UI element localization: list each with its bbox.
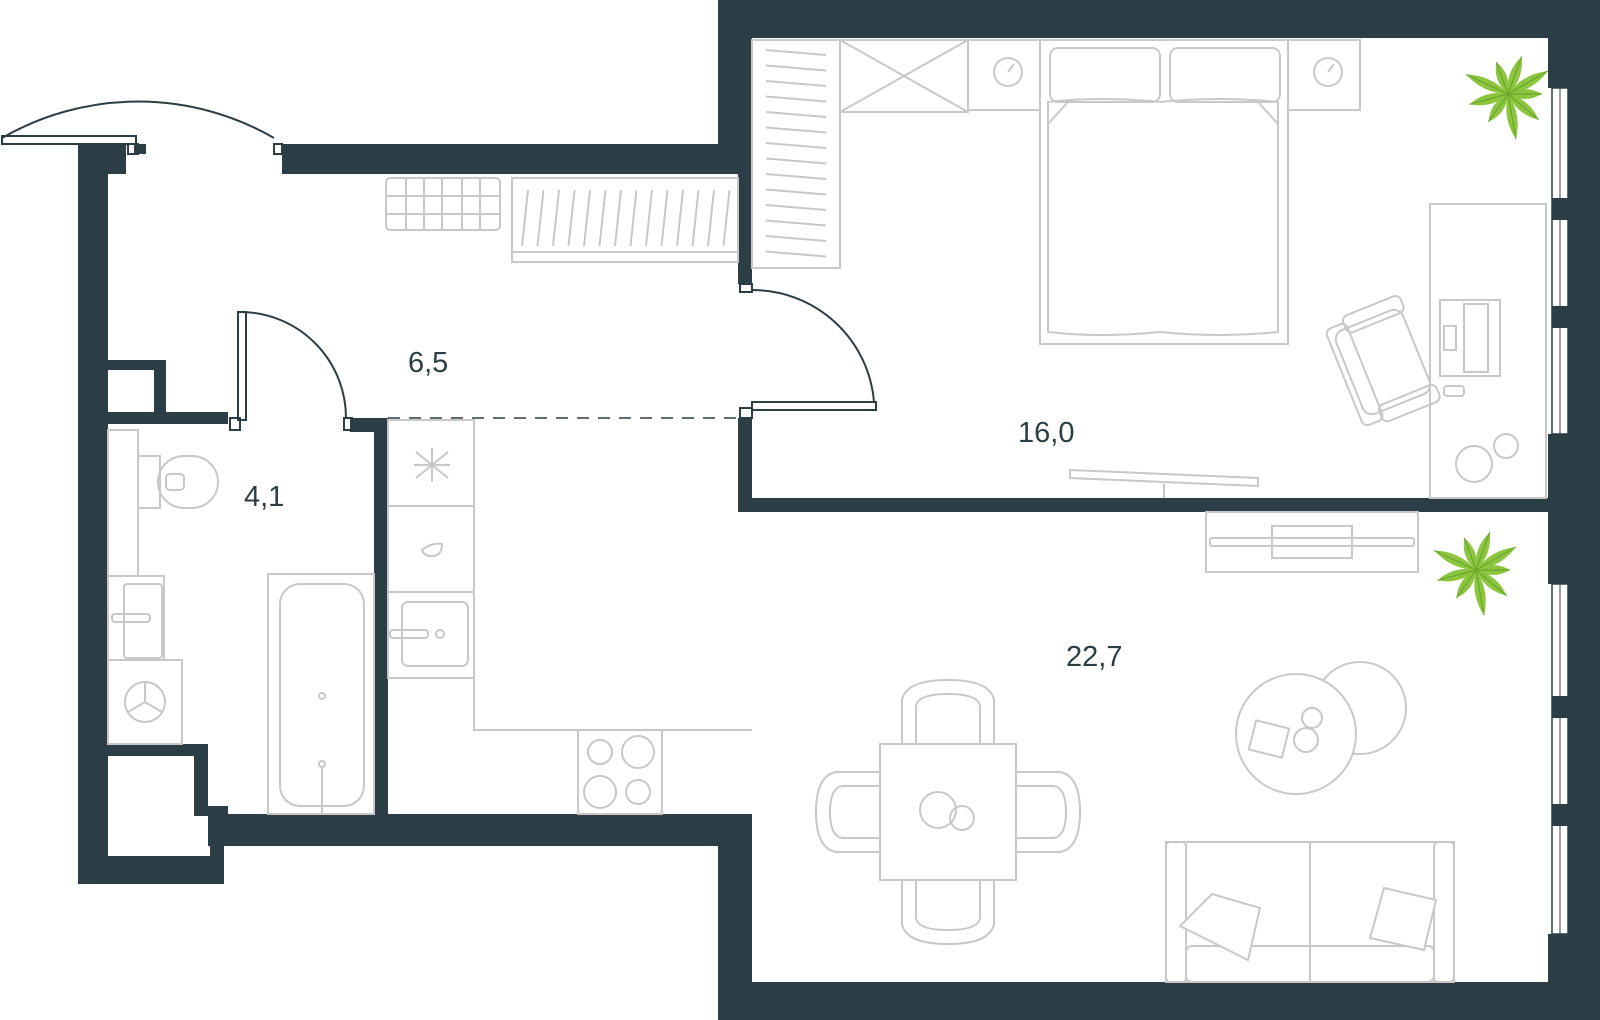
dresser <box>839 39 969 113</box>
sofa <box>1165 841 1455 983</box>
bathroom-sink <box>107 575 165 661</box>
nightstand-right <box>1287 39 1361 111</box>
walls <box>78 0 1600 1020</box>
living-furniture <box>814 511 1455 983</box>
toilet <box>137 455 219 509</box>
water-drop-icon <box>420 542 444 558</box>
plant-living <box>1434 532 1517 616</box>
hallway-furniture <box>385 177 739 263</box>
washing-machine <box>107 659 183 745</box>
hallway-wardrobe <box>511 177 739 263</box>
bedroom-tv <box>1069 468 1259 498</box>
bathtub <box>267 573 375 815</box>
bathroom-door <box>229 311 353 431</box>
dining-set <box>814 678 1082 946</box>
area-label-living-kitchen: 22,7 <box>1066 641 1122 673</box>
desk <box>1429 203 1547 499</box>
area-label-hallway: 6,5 <box>408 347 448 379</box>
double-bed <box>1039 39 1289 345</box>
bedroom-door <box>739 283 877 419</box>
area-label-bedroom: 16,0 <box>1018 417 1074 449</box>
tv-stand <box>1205 511 1419 573</box>
area-label-bathroom: 4,1 <box>244 481 284 513</box>
windows <box>1548 87 1569 935</box>
fridge-icon <box>414 448 450 482</box>
entrance-door <box>1 100 283 155</box>
bathroom-furniture <box>107 429 375 815</box>
plant-bedroom <box>1466 56 1549 140</box>
stove <box>577 729 663 815</box>
coffee-table <box>1235 661 1407 795</box>
doors <box>1 100 877 431</box>
nightstand-left <box>967 39 1041 111</box>
bedroom-wardrobe <box>751 39 841 269</box>
shoe-rack <box>385 177 501 231</box>
kitchen-sink <box>389 601 469 667</box>
bedroom-furniture <box>751 39 1547 499</box>
office-chair <box>1325 295 1441 427</box>
kitchen-furniture <box>387 419 752 815</box>
